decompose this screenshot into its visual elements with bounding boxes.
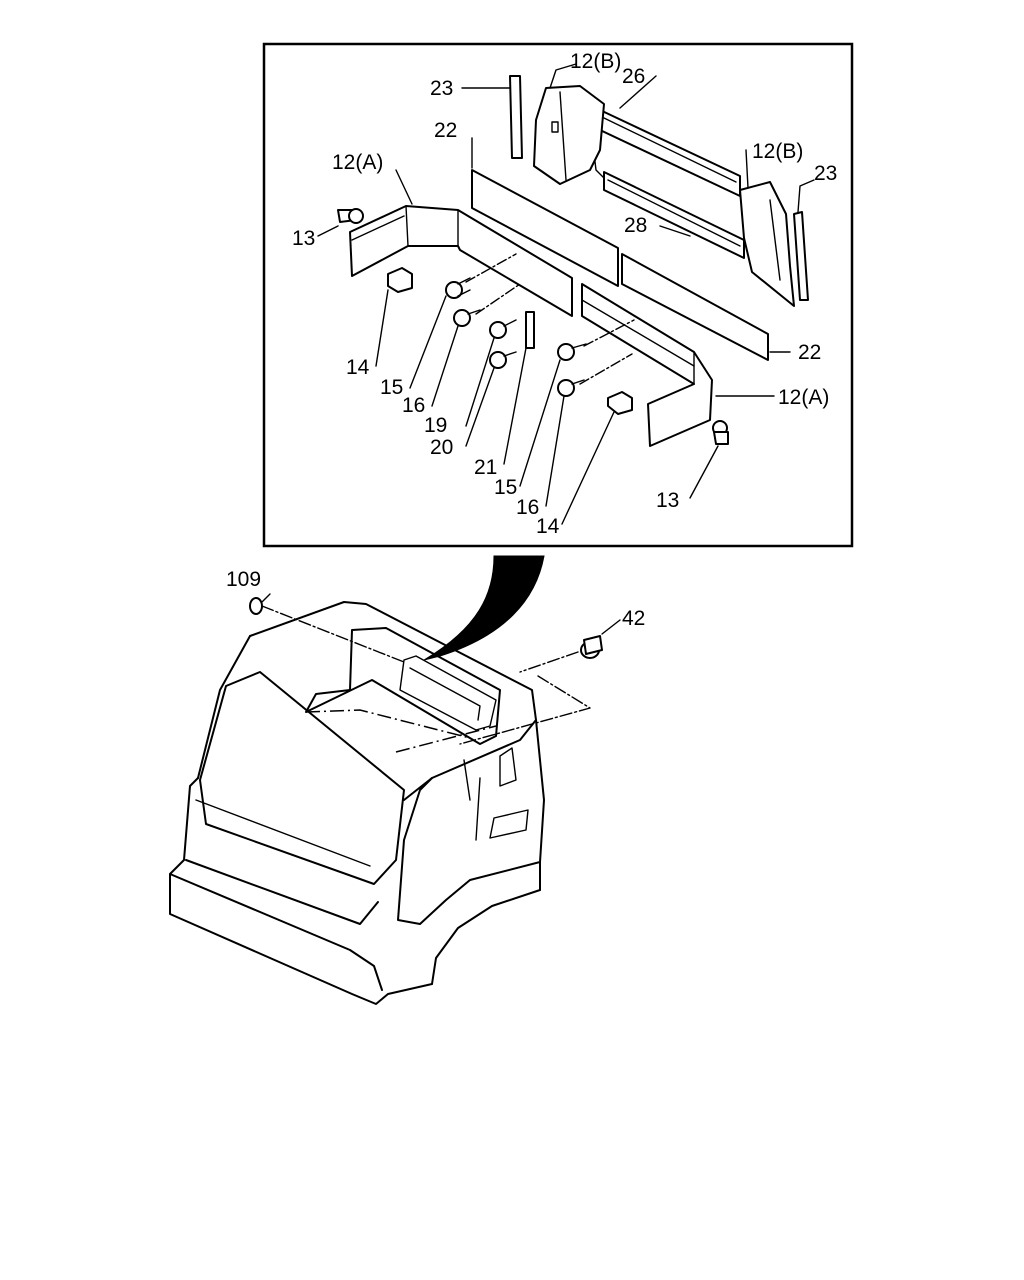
callout-12b-top: 12(B): [570, 50, 621, 73]
callout-22-top: 22: [434, 119, 457, 142]
callout-15-right: 15: [494, 476, 517, 499]
callout-14-right: 14: [536, 515, 560, 538]
callout-12a-left: 12(A): [332, 151, 383, 174]
callout-15-left: 15: [380, 376, 403, 399]
callout-19: 19: [424, 414, 447, 437]
trim-12a-left: [349, 205, 573, 317]
callout-23-left: 23: [430, 77, 453, 100]
fastener-16-right: [557, 379, 585, 397]
block-14-right: [607, 391, 633, 415]
block-14-left: [387, 267, 413, 293]
callout-20: 20: [430, 436, 453, 459]
callout-22-right: 22: [798, 341, 821, 364]
fastener-15-right: [557, 343, 587, 361]
callout-14-left: 14: [346, 356, 370, 379]
callout-21: 21: [474, 456, 497, 479]
fastener-19: [489, 319, 517, 339]
callout-12b-right: 12(B): [752, 140, 803, 163]
trim-12b-right: [739, 181, 795, 307]
panel-28: [603, 171, 745, 259]
lining-22-bottom: [621, 253, 769, 361]
cap-42: [580, 635, 603, 659]
detail-frame: [262, 42, 854, 548]
trim-12b-left: [533, 85, 605, 185]
molding-23-right: [793, 211, 809, 301]
callout-12a-right: 12(A): [778, 386, 829, 409]
lining-22-top: [471, 169, 619, 287]
fastener-20: [489, 351, 517, 369]
clip-13-left: [337, 208, 364, 224]
callout-16-right: 16: [516, 496, 539, 519]
plug-109: [249, 597, 263, 615]
callout-42: 42: [622, 607, 645, 630]
detail-pointer-arrow: [423, 555, 545, 661]
callout-23-right: 23: [814, 162, 837, 185]
callout-28: 28: [624, 214, 647, 237]
clip-13-right: [712, 420, 729, 445]
fastener-15-left: [445, 277, 471, 299]
cab-body: [169, 601, 545, 1005]
leader-42: [601, 619, 621, 635]
callout-16-left: 16: [402, 394, 425, 417]
molding-23-left: [509, 75, 523, 159]
fastener-16-left: [453, 309, 481, 327]
detail-assembly-lines: [465, 253, 635, 385]
detail-leaders: [317, 63, 815, 525]
callout-13-left: 13: [292, 227, 315, 250]
trim-12a-right: [581, 283, 713, 447]
callout-13-right: 13: [656, 489, 679, 512]
cab-assembly-lines: [261, 605, 591, 745]
callout-26: 26: [622, 65, 645, 88]
strip-21: [525, 311, 535, 349]
callout-109: 109: [226, 568, 261, 591]
leader-109: [261, 593, 271, 603]
